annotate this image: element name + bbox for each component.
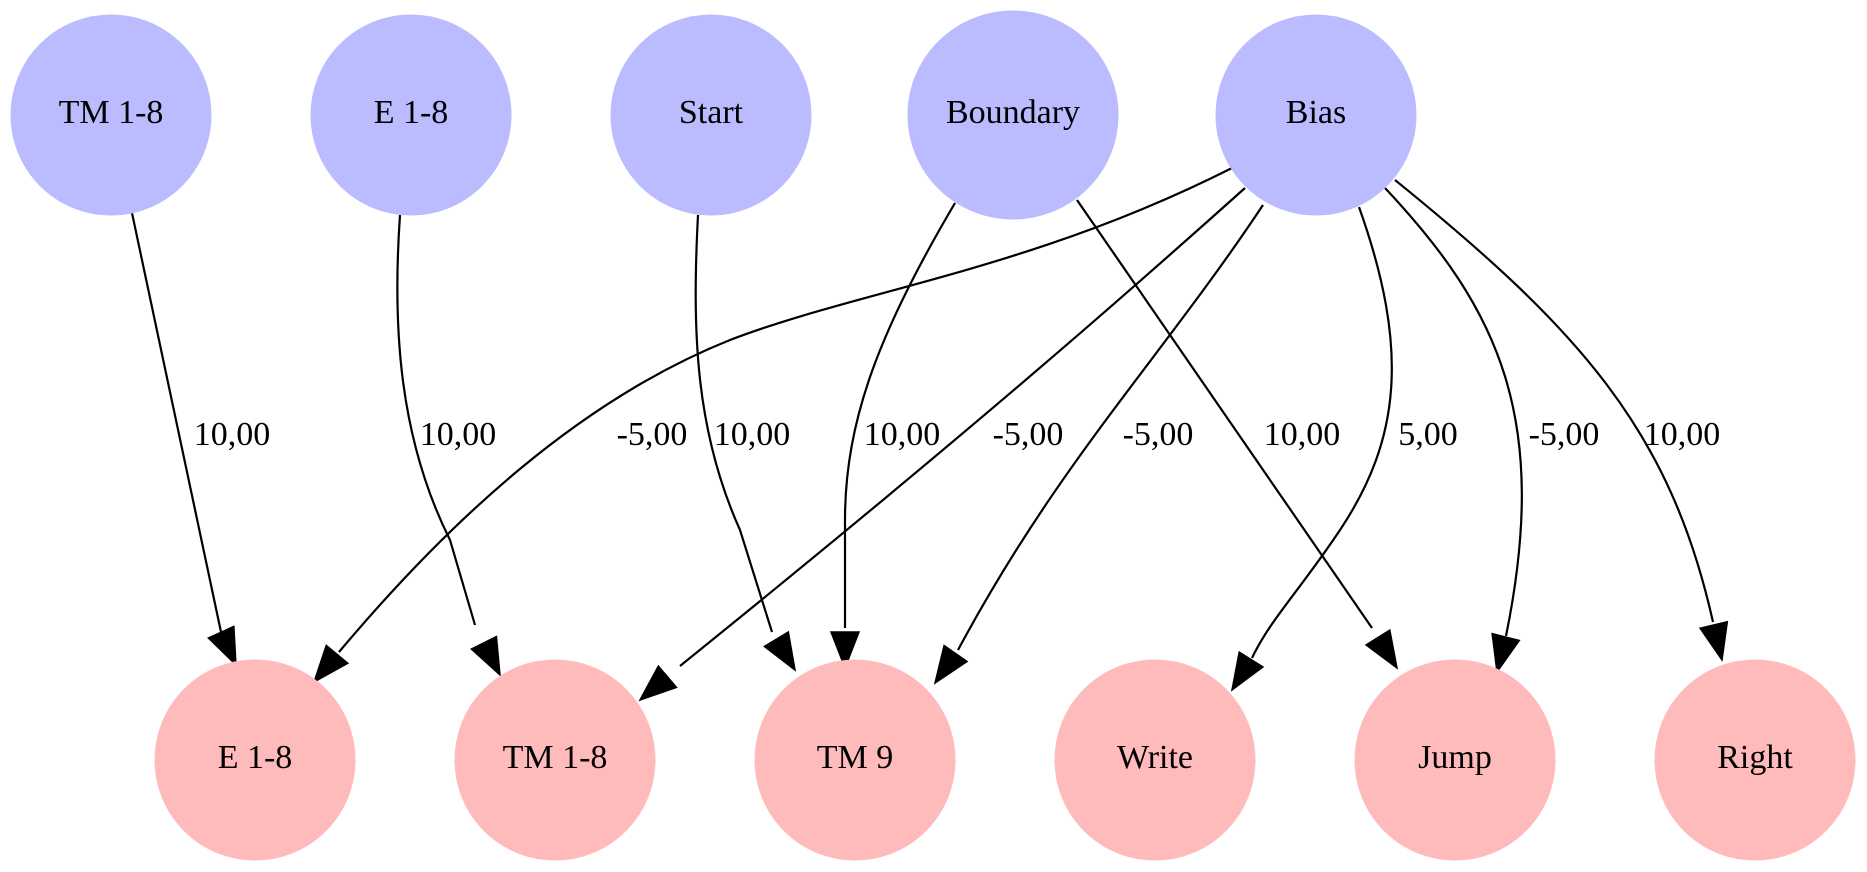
edge-line xyxy=(1384,187,1523,637)
node-circle xyxy=(154,659,356,861)
edge-line xyxy=(679,187,1246,667)
arrowhead xyxy=(763,630,797,672)
node-in-e18: E 1-8 xyxy=(310,14,512,216)
edge-weight-label: 10,00 xyxy=(420,416,497,453)
node-label: Jump xyxy=(1418,739,1492,776)
node-circle xyxy=(754,659,956,861)
edge-line xyxy=(338,167,1233,653)
edge-line xyxy=(1251,206,1393,659)
node-circle xyxy=(454,659,656,861)
edge-line xyxy=(1394,179,1715,623)
edge-line xyxy=(694,214,774,633)
node-out-write: Write xyxy=(1054,659,1256,861)
edge-weight-label: -5,00 xyxy=(1529,416,1600,453)
node-circle xyxy=(1215,14,1417,216)
edge-weight-label: -5,00 xyxy=(993,416,1064,453)
arrowhead xyxy=(933,644,969,685)
edge-start-tm9: 10,00 xyxy=(694,214,797,672)
node-label: TM 1-8 xyxy=(503,739,608,776)
node-out-e18: E 1-8 xyxy=(154,659,356,861)
edge-weight-label: 5,00 xyxy=(1398,416,1458,453)
edge-line xyxy=(396,214,477,626)
edge-bias-tm18: -5,00 xyxy=(638,187,1246,702)
node-circle xyxy=(907,10,1119,220)
node-circle xyxy=(610,14,812,216)
node-label: Bias xyxy=(1286,94,1346,131)
node-out-tm9: TM 9 xyxy=(754,659,956,861)
node-out-right: Right xyxy=(1654,659,1856,861)
node-circle xyxy=(10,14,212,216)
edge-line xyxy=(843,202,956,628)
arrowhead xyxy=(638,664,678,702)
edge-bias-jump: -5,00 xyxy=(1384,187,1600,675)
node-out-jump: Jump xyxy=(1354,659,1556,861)
arrowhead xyxy=(1364,628,1399,670)
edge-weight-label: -5,00 xyxy=(617,416,688,453)
edge-boundary-tm9: 10,00 xyxy=(829,202,956,671)
edge-bias-right: 10,00 xyxy=(1394,179,1729,663)
node-circle xyxy=(1654,659,1856,861)
node-in-bias: Bias xyxy=(1215,14,1417,216)
node-in-start: Start xyxy=(610,14,812,216)
node-label: Write xyxy=(1117,739,1193,776)
edge-weight-label: 10,00 xyxy=(1264,416,1341,453)
node-out-tm18: TM 1-8 xyxy=(454,659,656,861)
arrowhead xyxy=(470,635,501,677)
arrowhead xyxy=(207,625,237,667)
node-label: Right xyxy=(1717,739,1793,776)
edge-weight-label: 10,00 xyxy=(714,416,791,453)
edge-weight-label: 10,00 xyxy=(864,416,941,453)
edge-tm18-e18: 10,00 xyxy=(130,212,271,667)
edge-weight-label: -5,00 xyxy=(1123,416,1194,453)
edge-line xyxy=(1076,199,1373,629)
arrowhead xyxy=(1698,620,1729,663)
node-circle xyxy=(310,14,512,216)
node-label: Boundary xyxy=(946,94,1080,131)
edge-bias-tm9: -5,00 xyxy=(933,204,1264,685)
node-in-boundary: Boundary xyxy=(907,10,1119,220)
arrowhead xyxy=(829,631,861,671)
node-label: TM 9 xyxy=(817,739,894,776)
node-circle xyxy=(1054,659,1256,861)
arrowhead xyxy=(1230,650,1265,692)
node-label: E 1-8 xyxy=(218,739,293,776)
node-in-tm18: TM 1-8 xyxy=(10,14,212,216)
arrowhead xyxy=(312,644,350,684)
node-label: TM 1-8 xyxy=(59,94,164,131)
edge-line xyxy=(130,212,223,633)
edge-weight-label: 10,00 xyxy=(1644,416,1721,453)
edge-line xyxy=(957,204,1264,651)
node-label: E 1-8 xyxy=(374,94,449,131)
edge-e18-tm18: 10,00 xyxy=(396,214,501,677)
edges-layer: 10,00 10,00 10,00 10,00 10,00 -5,00 -5,00 -5,00… xyxy=(130,167,1729,702)
edge-bias-write: 5,00 xyxy=(1230,206,1458,692)
arrowhead xyxy=(1491,632,1521,675)
node-circle xyxy=(1354,659,1556,861)
node-label: Start xyxy=(679,94,744,131)
edge-weight-label: 10,00 xyxy=(194,416,271,453)
edge-bias-e18: -5,00 xyxy=(312,167,1233,684)
